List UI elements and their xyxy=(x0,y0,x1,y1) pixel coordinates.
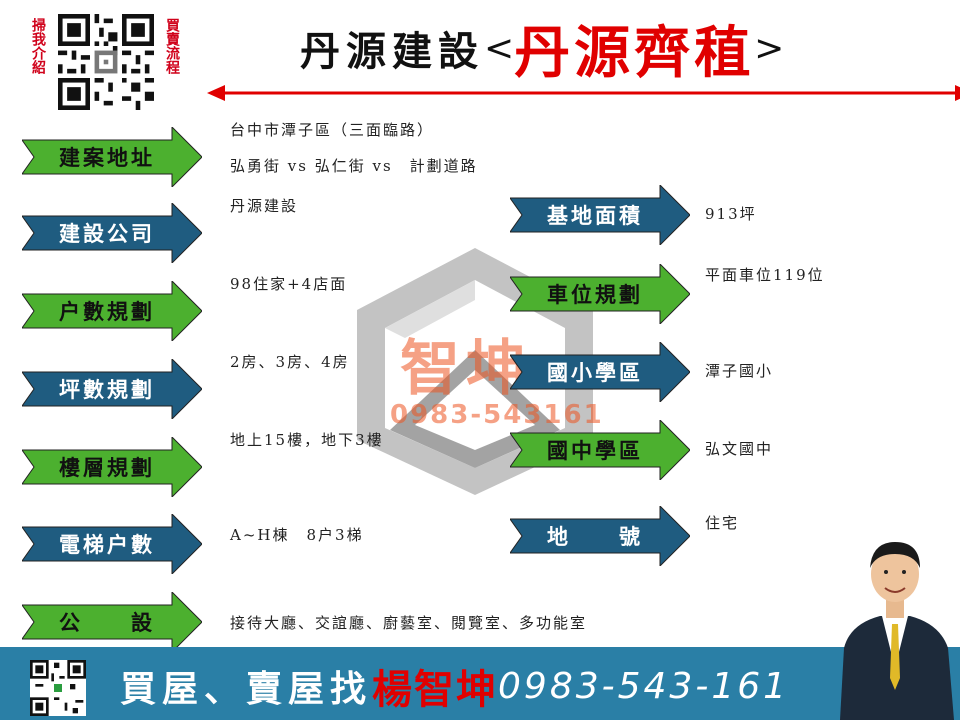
footer-name: 楊智坤 xyxy=(372,666,499,713)
left-arrow-item: 户數規劃 xyxy=(22,281,202,341)
arrow-label: 基地面積 xyxy=(547,203,643,228)
info-text: 弘文國中 xyxy=(705,440,774,458)
info-text: 913坪 xyxy=(705,205,757,223)
info-text: 平面車位119位 xyxy=(705,266,825,284)
agent-photo xyxy=(840,542,954,720)
arrow-shape-icon xyxy=(510,506,690,566)
right-arrow-item: 地 號 xyxy=(510,506,690,566)
left-arrow-item: 建案地址 xyxy=(22,127,202,187)
scan-me-caption: 掃我介紹 xyxy=(30,18,46,74)
arrow-shape-icon xyxy=(22,514,202,574)
title-project: 丹源齊稙 xyxy=(514,19,755,86)
arrow-shape-icon xyxy=(22,359,202,419)
right-arrow-item: 國小學區 xyxy=(510,342,690,402)
arrow-label: 樓層規劃 xyxy=(59,455,155,480)
double-arrow-line-icon xyxy=(207,85,960,101)
arrow-shape-icon xyxy=(22,127,202,187)
arrow-label: 坪數規劃 xyxy=(59,377,155,402)
left-arrow-item: 建設公司 xyxy=(22,203,202,263)
arrow-label: 建案地址 xyxy=(59,145,155,170)
left-arrow-item: 電梯户數 xyxy=(22,514,202,574)
arrow-label: 户數規劃 xyxy=(59,299,155,324)
qr-code-icon[interactable] xyxy=(30,660,86,716)
info-text: 住宅 xyxy=(705,514,740,532)
qr-code-icon[interactable] xyxy=(58,14,154,110)
arrow-label: 國小學區 xyxy=(547,360,643,385)
page-title: 丹源建設 < 丹源齊稙 > xyxy=(300,8,784,88)
info-text: 台中市潭子區（三面臨路） xyxy=(230,121,435,139)
right-arrow-item: 國中學區 xyxy=(510,420,690,480)
footer-phone[interactable]: 0983-543-161 xyxy=(498,665,790,707)
arrow-shape-icon xyxy=(22,437,202,497)
arrow-shape-icon xyxy=(22,281,202,341)
left-arrow-item: 公 設 xyxy=(22,592,202,652)
title-company: 丹源建設 xyxy=(300,28,484,75)
footer-bar xyxy=(0,647,960,720)
arrow-shape-icon xyxy=(510,342,690,402)
watermark-phone: 0983-543161 xyxy=(390,400,604,430)
info-text: A~H棟 8户3梯 xyxy=(230,526,364,544)
title-bracket-close: > xyxy=(754,27,785,69)
left-arrow-item: 坪數規劃 xyxy=(22,359,202,419)
arrow-shape-icon xyxy=(510,420,690,480)
arrow-shape-icon xyxy=(510,185,690,245)
info-text: 弘勇街 vs 弘仁街 vs 計劃道路 xyxy=(230,157,478,175)
right-arrow-item: 車位規劃 xyxy=(510,264,690,324)
info-text: 接待大廳、交誼廳、廚藝室、閱覽室、多功能室 xyxy=(230,614,588,632)
left-arrow-item: 樓層規劃 xyxy=(22,437,202,497)
info-text: 98住家+4店面 xyxy=(230,275,348,293)
arrow-shape-icon xyxy=(510,264,690,324)
arrow-label: 地 號 xyxy=(547,524,643,549)
info-text: 丹源建設 xyxy=(230,197,299,215)
title-bracket-open: < xyxy=(484,27,515,69)
footer-text: 買屋、賣屋找 楊智坤 0983-543-161 xyxy=(120,656,789,716)
info-text: 2房、3房、4房 xyxy=(230,353,350,371)
footer-prefix: 買屋、賣屋找 xyxy=(120,668,373,710)
watermark-name: 智坤 xyxy=(400,334,532,404)
arrow-label: 車位規劃 xyxy=(547,282,643,307)
arrow-shape-icon xyxy=(22,592,202,652)
arrow-label: 電梯户數 xyxy=(59,532,155,557)
arrow-label: 公 設 xyxy=(59,610,155,635)
right-arrow-item: 基地面積 xyxy=(510,185,690,245)
info-text: 地上15樓，地下3樓 xyxy=(230,431,384,449)
arrow-label: 建設公司 xyxy=(59,221,155,246)
arrow-label: 國中學區 xyxy=(547,438,643,463)
trade-flow-caption: 買賣流程 xyxy=(164,18,180,74)
info-text: 潭子國小 xyxy=(705,362,774,380)
arrow-shape-icon xyxy=(22,203,202,263)
